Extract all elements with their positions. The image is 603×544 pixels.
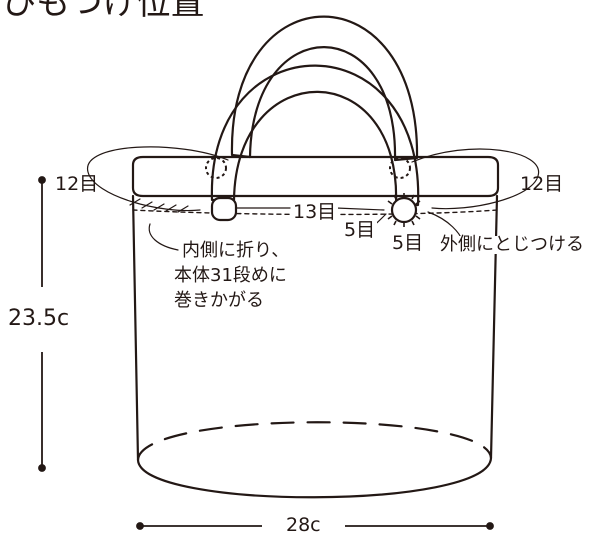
- inner-stitch-count: 5目: [342, 219, 378, 241]
- right-stitch-arc: [411, 148, 540, 210]
- height-dim-bottom-dot: [38, 464, 46, 472]
- right-handle-tab: [390, 196, 418, 224]
- front-handle: [210, 64, 420, 207]
- inner-note-line-1: 内側に折り、: [180, 238, 292, 263]
- diagram-title: ひもつけ位置: [2, 0, 205, 23]
- height-dimension-label: 23.5c: [8, 306, 70, 331]
- inner-note-line-3: 巻きかがる: [172, 288, 266, 313]
- right-tab-stitches: [387, 193, 421, 227]
- center-measure-line: [235, 207, 385, 211]
- inner-note-line-2: 本体31段めに: [172, 263, 289, 288]
- fold-hatch: [129, 198, 189, 213]
- back-handle: [230, 15, 419, 162]
- fold-guide-line: [132, 209, 498, 216]
- center-stitch-count: 13目: [291, 201, 339, 223]
- right-stitch-count: 12目: [520, 173, 564, 195]
- bag-bottom-dashed: [136, 421, 493, 462]
- left-attach-circle: [205, 157, 227, 179]
- left-stitch-arc: [87, 146, 229, 212]
- left-stitch-count: 12目: [55, 173, 99, 195]
- right-attach-circle: [389, 157, 411, 179]
- width-dim-right-dot: [486, 522, 494, 530]
- bag-top-band: [131, 155, 500, 198]
- width-dimension-label: 28c: [286, 514, 321, 536]
- width-dim-left-dot: [136, 522, 144, 530]
- outer-stitch-count: 5目: [390, 232, 426, 254]
- note-leader: [148, 223, 179, 251]
- bag-body: [131, 194, 499, 499]
- height-dim-top-dot: [38, 176, 46, 184]
- outer-attach-note: 外側にとじつける: [438, 234, 586, 255]
- left-handle-tab: [210, 196, 238, 222]
